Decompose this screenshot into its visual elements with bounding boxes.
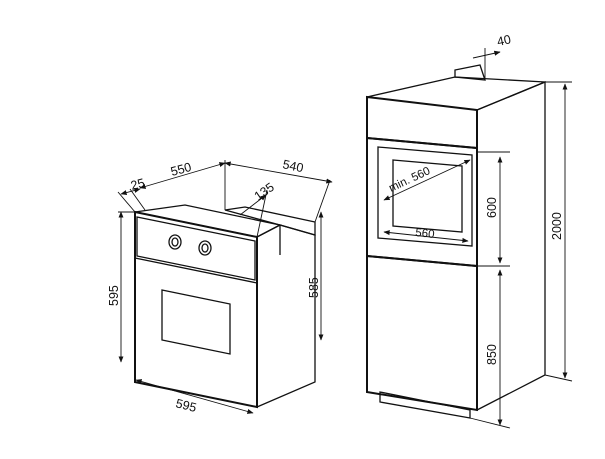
oven-knob-left-inner bbox=[171, 237, 179, 247]
label-595-height: 595 bbox=[107, 285, 121, 306]
dim-line-540 bbox=[224, 161, 333, 184]
dim-line-40 bbox=[472, 50, 501, 59]
oven-dimensions bbox=[117, 160, 333, 414]
cabinet-lower-front bbox=[366, 254, 478, 412]
dim-line-min-560 bbox=[383, 159, 471, 201]
label-550: 550 bbox=[169, 160, 193, 179]
label-25: 25 bbox=[129, 176, 146, 193]
ext-line bbox=[544, 374, 573, 382]
cabinet-top-notch bbox=[454, 64, 486, 81]
oven-knob-right-inner bbox=[201, 243, 209, 253]
oven-drawing bbox=[134, 204, 316, 409]
oven-knob-right bbox=[198, 240, 212, 256]
cabinet-niche-frame bbox=[366, 136, 478, 268]
oven-panel-divider bbox=[134, 257, 258, 284]
cabinet-drawing bbox=[366, 64, 546, 419]
dim-line-595-width bbox=[135, 379, 254, 414]
oven-front-face bbox=[134, 210, 258, 409]
dimension-labels: 25 550 540 135 595 585 595 min. 560 560 … bbox=[107, 32, 564, 415]
ext-line bbox=[469, 417, 511, 429]
dim-line-550 bbox=[139, 162, 226, 189]
label-595-width: 595 bbox=[174, 396, 198, 415]
oven-side-body bbox=[256, 224, 316, 408]
label-2000: 2000 bbox=[550, 212, 564, 240]
cabinet-niche-opening bbox=[377, 146, 473, 247]
label-40: 40 bbox=[496, 32, 513, 49]
ext-line bbox=[117, 191, 136, 213]
dim-line-135 bbox=[239, 194, 267, 216]
label-min-560: min. 560 bbox=[387, 165, 432, 195]
dim-line-25 bbox=[120, 188, 141, 195]
label-540: 540 bbox=[281, 157, 304, 175]
cabinet-dimensions bbox=[383, 48, 573, 429]
label-850: 850 bbox=[485, 344, 499, 365]
oven-control-panel bbox=[136, 216, 256, 281]
dim-line-560 bbox=[383, 230, 469, 243]
oven-knob-left bbox=[168, 234, 182, 250]
oven-rear-housing bbox=[224, 206, 316, 236]
label-560: 560 bbox=[415, 227, 435, 241]
ext-line bbox=[314, 179, 331, 223]
oven-door-window bbox=[161, 289, 231, 355]
label-600: 600 bbox=[485, 197, 499, 218]
label-135: 135 bbox=[252, 180, 277, 203]
label-585-height: 585 bbox=[307, 277, 321, 298]
